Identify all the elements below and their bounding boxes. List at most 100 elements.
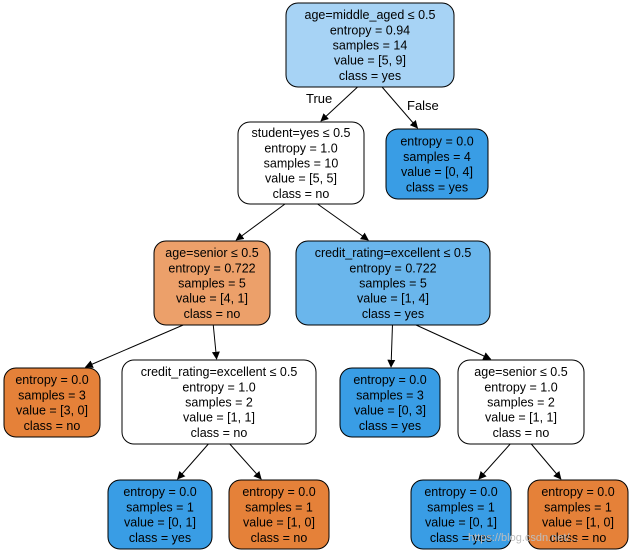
node-line: value = [0, 1] (425, 516, 497, 530)
node-line: entropy = 0.0 (123, 485, 196, 499)
watermark-text: https://blog.csdn.net/... (468, 532, 579, 544)
node-line: value = [4, 1] (176, 292, 248, 306)
node-line: class = no (251, 531, 308, 545)
node-box (410, 479, 512, 550)
node-box (228, 479, 330, 550)
node-line: class = no (493, 426, 550, 440)
tree-edge (387, 324, 396, 368)
node-line: samples = 5 (178, 277, 246, 291)
node-line: class = no (191, 426, 248, 440)
node-line: class = yes (129, 531, 191, 545)
node-box (339, 367, 441, 438)
tree-edge (177, 443, 209, 480)
node-box (3, 367, 101, 438)
edge-label-true: True (306, 91, 332, 106)
node-box (285, 2, 455, 88)
node-line: age=middle_aged ≤ 0.5 (305, 8, 436, 22)
node-line: value = [3, 0] (16, 404, 88, 418)
node-line: class = yes (359, 419, 421, 433)
node-box (153, 240, 271, 326)
node-box (527, 479, 629, 550)
node-line: samples = 1 (544, 500, 612, 514)
node-line: student=yes ≤ 0.5 (252, 126, 351, 140)
node-line: class = yes (430, 531, 492, 545)
node-line: entropy = 0.0 (400, 135, 473, 149)
node-box (295, 240, 491, 326)
edges-layer (84, 86, 562, 480)
node-line: samples = 3 (18, 388, 86, 402)
node-line: entropy = 0.0 (541, 485, 614, 499)
tree-edge (317, 203, 369, 241)
node-box (107, 479, 213, 550)
node-line: entropy = 1.0 (264, 141, 337, 155)
node-line: value = [5, 5] (265, 172, 337, 186)
node-line: class = yes (362, 307, 424, 321)
tree-edge (415, 324, 492, 360)
node-line: entropy = 0.0 (424, 485, 497, 499)
node-box (385, 128, 489, 200)
node-line: entropy = 0.722 (349, 261, 436, 275)
node-line: class = yes (339, 69, 401, 83)
tree-edge (235, 203, 286, 241)
node-line: value = [0, 4] (401, 165, 473, 179)
node-line: samples = 2 (487, 396, 555, 410)
node-line: value = [1, 4] (357, 292, 429, 306)
node-line: samples = 1 (427, 500, 495, 514)
node-line: entropy = 0.0 (353, 373, 426, 387)
node-line: credit_rating=excellent ≤ 0.5 (141, 365, 298, 379)
node-line: value = [0, 1] (124, 516, 196, 530)
node-line: value = [1, 0] (542, 516, 614, 530)
node-line: age=senior ≤ 0.5 (165, 246, 258, 260)
node-line: class = no (184, 307, 241, 321)
node-line: entropy = 0.0 (15, 373, 88, 387)
tree-edge (84, 324, 184, 368)
node-line: samples = 4 (403, 150, 471, 164)
node-box (237, 121, 365, 205)
node-line: samples = 2 (185, 396, 253, 410)
tree-edge (478, 443, 511, 480)
node-line: credit_rating=excellent ≤ 0.5 (315, 246, 472, 260)
edge-label-false: False (407, 98, 439, 113)
node-line: samples = 14 (333, 39, 408, 53)
node-line: samples = 1 (245, 500, 313, 514)
tree-edge (211, 324, 220, 360)
node-line: value = [0, 3] (354, 404, 426, 418)
node-line: value = [1, 0] (243, 516, 315, 530)
node-line: class = no (273, 187, 330, 201)
node-line: age=senior ≤ 0.5 (474, 365, 567, 379)
node-line: entropy = 0.722 (168, 261, 255, 275)
node-line: samples = 1 (126, 500, 194, 514)
node-line: value = [5, 9] (334, 54, 406, 68)
node-line: samples = 5 (359, 277, 427, 291)
node-line: samples = 3 (356, 388, 424, 402)
node-line: value = [1, 1] (183, 411, 255, 425)
tree-edge (229, 443, 262, 480)
node-line: entropy = 1.0 (182, 380, 255, 394)
tree-edge (320, 86, 358, 122)
tree-edge (381, 86, 419, 129)
node-box (457, 359, 585, 445)
tree-edge (530, 443, 562, 480)
node-line: class = yes (406, 180, 468, 194)
node-line: class = no (550, 531, 607, 545)
node-box (121, 359, 317, 445)
node-line: entropy = 0.94 (330, 23, 410, 37)
node-line: entropy = 1.0 (484, 380, 557, 394)
node-line: samples = 10 (264, 157, 339, 171)
node-line: entropy = 0.0 (242, 485, 315, 499)
node-line: class = no (24, 419, 81, 433)
